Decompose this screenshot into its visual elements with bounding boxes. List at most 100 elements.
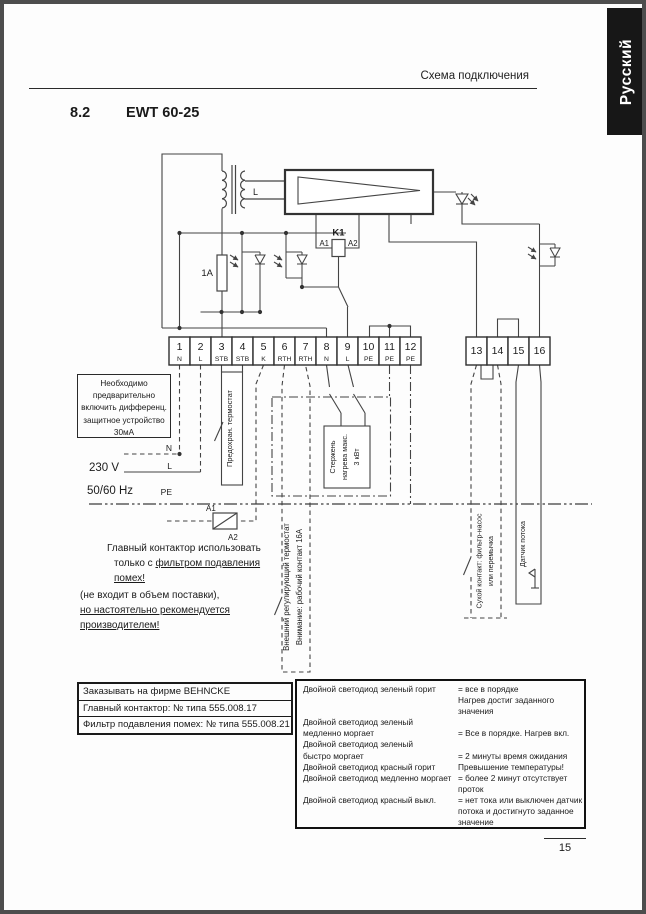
- legend-row: Нагрев достиг заданного: [303, 695, 582, 706]
- rcd-note-line: 30мА: [113, 427, 135, 437]
- contactor-a2-label: A2: [228, 533, 238, 542]
- legend-right: Превышение температуры!: [458, 761, 564, 772]
- junction-dots: [177, 230, 392, 457]
- heating-rod-label-3: 3 кВт: [352, 448, 361, 466]
- order-table-row: Фильтр подавления помех: № типа 555.008.…: [83, 719, 290, 731]
- led-legend-box: Двойной светодиод зеленый горит= все в п…: [295, 679, 586, 829]
- terminal-2-label: L: [199, 356, 203, 363]
- supply-l-label: L: [167, 461, 172, 471]
- dry-contact-label-2: или перемычка: [488, 536, 495, 586]
- legend-right: значения: [458, 706, 494, 717]
- dashed-wires: [124, 364, 507, 673]
- language-tab: Русский: [607, 8, 642, 135]
- terminal-8-label: N: [324, 356, 329, 363]
- terminal-3-num: 3: [219, 341, 225, 353]
- flow-sensor-label: Датчик потока: [520, 521, 527, 567]
- legend-row: медленно моргает= Все в порядке. Нагрев …: [303, 728, 582, 739]
- fuse-label: 1A: [201, 268, 213, 279]
- section-number: 8.2: [70, 105, 91, 121]
- legend-left: Двойной светодиод зеленый: [303, 739, 413, 750]
- order-table-row: Заказывать на фирме BEHNCKE: [79, 684, 291, 701]
- relay-a1-label: A1: [319, 239, 329, 248]
- legend-right: = более 2 минут отсутствует: [458, 772, 568, 783]
- contactor-note-line2-prefix: только с: [114, 557, 156, 569]
- legend-row: Двойной светодиод зеленый: [303, 739, 582, 750]
- voltage-label: 230 V: [89, 462, 119, 474]
- legend-left: Двойной светодиод зеленый горит: [303, 684, 436, 694]
- terminal-12-label: PE: [406, 356, 416, 363]
- switch-blade-icon: [273, 596, 283, 616]
- terminal-7-num: 7: [303, 341, 309, 353]
- legend-row: Двойной светодиод зеленый: [303, 717, 582, 728]
- wiring-diagram: 1A K1 A1 A2: [87, 153, 592, 673]
- terminal-13-num: 13: [471, 345, 483, 357]
- safety-thermostat-box: Предохран. термостат: [213, 371, 244, 486]
- legend-right: [458, 717, 582, 728]
- safety-thermostat-label: Предохран. термостат: [225, 389, 234, 466]
- legend-row: Двойной светодиод медленно моргает = боле…: [303, 773, 582, 784]
- flow-sensor-box: Датчик потока: [520, 521, 539, 589]
- terminal-8-num: 8: [324, 341, 330, 353]
- rcd-note-line: защитное устройство: [83, 415, 165, 425]
- external-thermostat-box: Внешний регулирующий термостат Внимание:…: [273, 523, 304, 651]
- terminal-11-label: PE: [385, 356, 395, 363]
- terminal-labels: N L STB STB K RTH RTH N L PE PE PE: [177, 356, 415, 363]
- transformer-icon: [221, 165, 285, 214]
- external-thermostat-label-2: Внимание: рабочий контакт 16А: [295, 528, 304, 645]
- legend-left: Двойной светодиод красный горит: [303, 761, 436, 772]
- terminal-4-label: STB: [236, 356, 250, 363]
- dry-contact-box: Сухой контакт: фильтр-насос или перемычк…: [462, 513, 495, 608]
- legend-row: проток: [303, 784, 582, 795]
- terminal-12-num: 12: [405, 341, 417, 353]
- terminal-6-num: 6: [282, 341, 288, 353]
- terminal-1-label: N: [177, 356, 182, 363]
- legend-left: [303, 706, 458, 717]
- contactor-a1-label: A1: [206, 504, 216, 513]
- heating-rod-label-1: Стержень: [328, 440, 337, 473]
- terminal-3-label: STB: [215, 356, 229, 363]
- legend-row: Двойной светодиод красный горит Превышени…: [303, 762, 582, 773]
- legend-right: потока и достигнуто заданное: [458, 806, 574, 817]
- order-table-row: Главный контактор: № типа 555.008.17: [79, 701, 291, 718]
- dry-contact-label-1: Сухой контакт: фильтр-насос: [476, 513, 484, 608]
- relay-k1-label: K1: [332, 228, 345, 239]
- legend-right: = Все в порядке. Нагрев вкл.: [458, 728, 570, 739]
- section-title: EWT 60-25: [126, 105, 200, 121]
- legend-left: Двойной светодиод медленно моргает: [303, 772, 452, 783]
- legend-left: [303, 817, 458, 828]
- supply-labels: N L PE 230 V 50/60 Hz: [87, 443, 172, 497]
- legend-left: Двойной светодиод красный выкл.: [303, 794, 437, 805]
- legend-left: быстро моргает: [303, 750, 364, 761]
- legend-row: значения: [303, 706, 582, 717]
- relay-k1: K1 A1 A2: [319, 228, 358, 258]
- legend-right: = 2 минуты время ожидания: [458, 750, 568, 761]
- footer-rule: [544, 838, 586, 840]
- heating-rod-label-2: нагрева макс.: [340, 434, 349, 480]
- legend-left: Двойной светодиод зеленый: [303, 717, 413, 728]
- frequency-label: 50/60 Hz: [87, 485, 133, 497]
- terminal-9-num: 9: [345, 341, 351, 353]
- pe-dashdot-wires: [271, 365, 412, 504]
- terminal-11-num: 11: [384, 341, 395, 353]
- terminal-5-label: K: [261, 356, 266, 363]
- terminal-1-num: 1: [177, 341, 183, 353]
- contactor-note-line3: (не входит в объем поставки),: [80, 590, 220, 602]
- legend-left: [303, 784, 458, 795]
- switch-blade-icon: [213, 421, 224, 442]
- contactor-note-line4: но настоятельно рекомендуется: [80, 605, 230, 617]
- terminal-9-label: L: [346, 356, 350, 363]
- page-number: 15: [558, 842, 572, 854]
- main-contactor: A1 A2: [206, 504, 238, 542]
- legend-row: потока и достигнуто заданное: [303, 806, 582, 817]
- order-table: Заказывать на фирме BEHNCKE Главный конт…: [77, 682, 293, 735]
- solid-wires: [124, 153, 542, 605]
- controller-box: [283, 168, 435, 216]
- legend-row: Двойной светодиод красный выкл.= нет ток…: [303, 795, 582, 806]
- header-rule: [29, 88, 537, 90]
- amplifier-triangle-icon: [297, 176, 421, 205]
- contactor-note: Главный контактор использовать только с …: [80, 542, 280, 634]
- legend-left: [303, 695, 458, 706]
- terminal-5-num: 5: [261, 341, 267, 353]
- external-thermostat-label-1: Внешний регулирующий термостат: [282, 523, 291, 651]
